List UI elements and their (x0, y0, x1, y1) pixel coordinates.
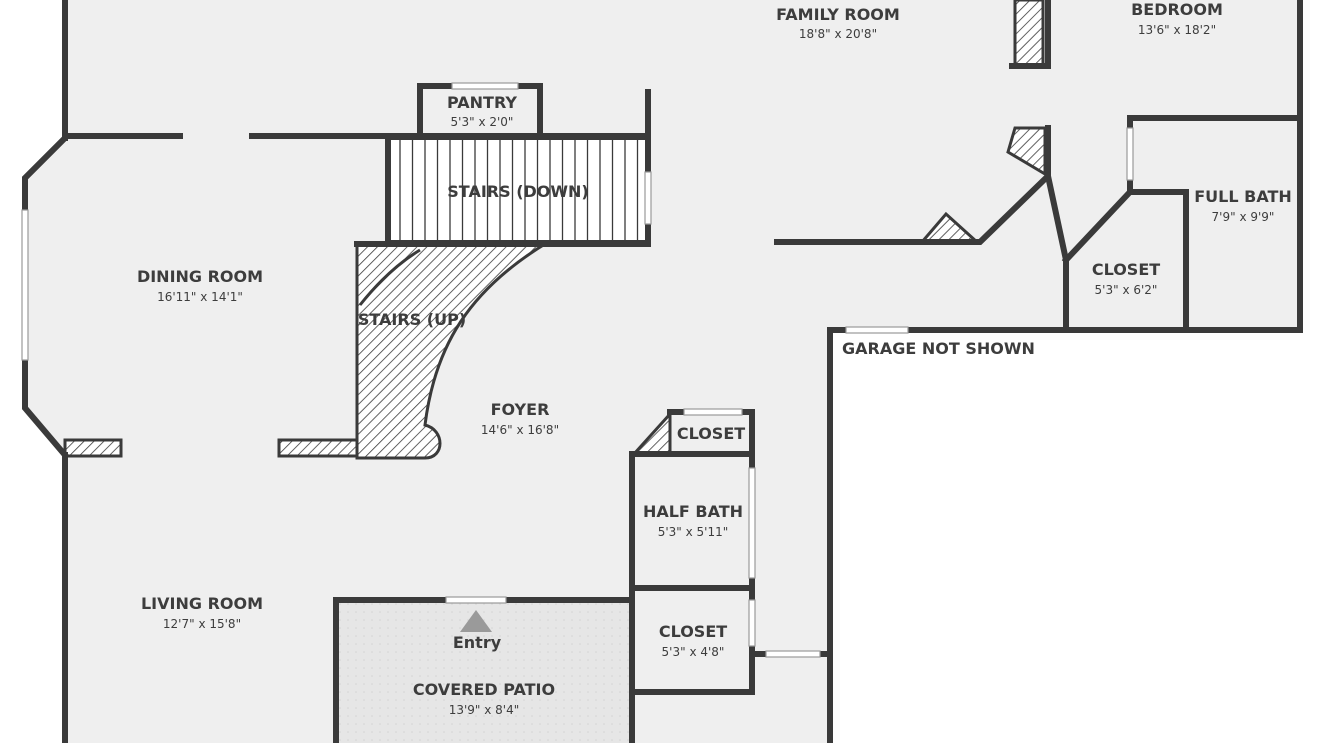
dining-wall-stub (63, 438, 123, 458)
door-patio-left (424, 597, 442, 603)
garage-label: GARAGE NOT SHOWN (842, 339, 1035, 358)
stairs-up-name: STAIRS (UP) (358, 310, 466, 329)
main-floor (25, 0, 1300, 743)
window-bay-center (21, 209, 29, 361)
stairs-up-shape (355, 242, 551, 460)
window-pantry (451, 82, 519, 90)
wall-patio (333, 597, 633, 743)
foyer-name: FOYER (491, 400, 550, 419)
stairs-up-inner-curve (358, 248, 421, 306)
dining-room-name: DINING ROOM (137, 267, 263, 286)
entry-arrow-icon (460, 610, 492, 632)
covered-patio-name: COVERED PATIO (413, 680, 555, 699)
closet-bed-dim: 5'3" x 6'2" (1095, 283, 1158, 297)
door-patio (445, 596, 507, 604)
fireplace-upper (1013, 0, 1045, 68)
pantry-name: PANTRY (447, 93, 517, 112)
wall-closet-top (1127, 189, 1189, 333)
window-closet-foyer (683, 408, 743, 416)
stair-treads (399, 140, 639, 240)
window-hall-door (765, 650, 821, 658)
living-room-dim: 12'7" x 15'8" (163, 617, 241, 631)
dining-room-dim: 16'11" x 14'1" (157, 290, 243, 304)
family-room-name: FAMILY ROOM (776, 5, 900, 24)
closet-hall-dim: 5'3" x 4'8" (662, 645, 725, 659)
living-room-name: LIVING ROOM (141, 594, 263, 613)
closet-bed-name: CLOSET (1092, 260, 1160, 279)
room-labels: FAMILY ROOM 18'8" x 20'8" BEDROOM 13'6" … (137, 0, 1292, 717)
half-bath-name: HALF BATH (643, 502, 743, 521)
covered-patio-dim: 13'9" x 8'4" (449, 703, 520, 717)
stairs-down-name: STAIRS (DOWN) (447, 182, 589, 201)
window-halfbath (748, 467, 756, 579)
closet-hall-name: CLOSET (659, 622, 727, 641)
closet-foyer-name: CLOSET (677, 424, 745, 443)
foyer-wall-stub (277, 438, 359, 458)
window-closet-hall (748, 599, 756, 647)
bedroom-name: BEDROOM (1131, 0, 1223, 19)
bedroom-dim: 13'6" x 18'2" (1138, 23, 1216, 37)
wall-closet-diag-b (1061, 187, 1135, 265)
window-bath (1126, 127, 1134, 181)
window-garage (845, 326, 909, 334)
half-bath-dim: 5'3" x 5'11" (658, 525, 729, 539)
door-patio-right (510, 597, 528, 603)
family-room-dim: 18'8" x 20'8" (799, 27, 877, 41)
window-stairs (644, 171, 652, 225)
wall-family-south (774, 125, 1051, 245)
windows (21, 82, 1134, 658)
entry-label: Entry (453, 633, 502, 652)
full-bath-name: FULL BATH (1194, 187, 1292, 206)
full-bath-dim: 7'9" x 9'9" (1212, 210, 1275, 224)
pantry-dim: 5'3" x 2'0" (451, 115, 514, 129)
foyer-dim: 14'6" x 16'8" (481, 423, 559, 437)
